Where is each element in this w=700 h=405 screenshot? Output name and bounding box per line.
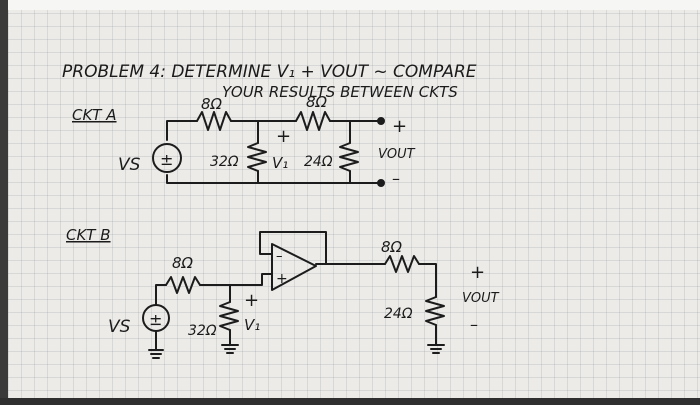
circuit-b-label: CKT B xyxy=(66,226,111,244)
problem-title-line-2: YOUR RESULTS BETWEEN CKTS xyxy=(222,83,458,101)
circuit-b-vout-plus: + xyxy=(470,262,485,283)
circuit-a-resistor-r3-label: 32Ω xyxy=(210,154,239,170)
opamp-noninverting-input-sign: + xyxy=(276,271,288,287)
circuit-b-vout-minus: – xyxy=(470,315,478,334)
circuit-b-source-polarity: ± xyxy=(149,310,162,329)
circuit-a-resistor-r2-label: 8Ω xyxy=(306,93,328,111)
opamp-inverting-input-sign: – xyxy=(276,249,283,264)
circuit-a-v1-plus: + xyxy=(276,126,291,147)
circuit-a-source-label: VS xyxy=(118,155,141,175)
circuit-b-ground-32-ohm xyxy=(221,344,239,354)
problem-title-line-1: PROBLEM 4: DETERMINE V₁ + VOUT ~ COMPARE xyxy=(62,62,477,82)
desk-surface xyxy=(0,398,700,405)
circuit-b-v1-label: V₁ xyxy=(244,316,260,334)
circuit-a-wiring xyxy=(152,111,379,184)
circuit-a-label: CKT A xyxy=(72,106,117,124)
circuit-a-v1-label: V₁ xyxy=(272,154,288,172)
circuit-a-vout-bottom-terminal xyxy=(377,179,385,187)
circuit-b-vout-label: VOUT xyxy=(462,291,500,306)
circuit-b-ground-source xyxy=(148,349,164,359)
circuit-b-resistor-r3-label: 8Ω xyxy=(381,238,403,256)
circuit-b-v1-plus: + xyxy=(244,290,259,311)
circuit-b-wiring xyxy=(142,231,445,351)
circuit-a-vout-plus: + xyxy=(392,116,407,137)
circuit-a-resistor-r4-label: 24Ω xyxy=(304,154,333,170)
circuit-b-ground-24-ohm xyxy=(427,344,445,354)
graph-paper-sheet xyxy=(8,0,700,405)
circuit-b-resistor-r2-label: 32Ω xyxy=(188,323,217,339)
circuit-b-resistor-r4-label: 24Ω xyxy=(384,306,413,322)
circuit-b-source-label: VS xyxy=(108,317,131,337)
circuit-a-resistor-r1-label: 8Ω xyxy=(201,95,223,113)
paper-top-edge xyxy=(8,0,700,10)
circuit-a-vout-minus: – xyxy=(392,169,400,188)
circuit-a-source-polarity: ± xyxy=(160,150,173,169)
circuit-a-vout-top-terminal xyxy=(377,117,385,125)
circuit-b-resistor-r1-label: 8Ω xyxy=(172,254,194,272)
circuit-a-vout-label: VOUT xyxy=(378,147,416,162)
